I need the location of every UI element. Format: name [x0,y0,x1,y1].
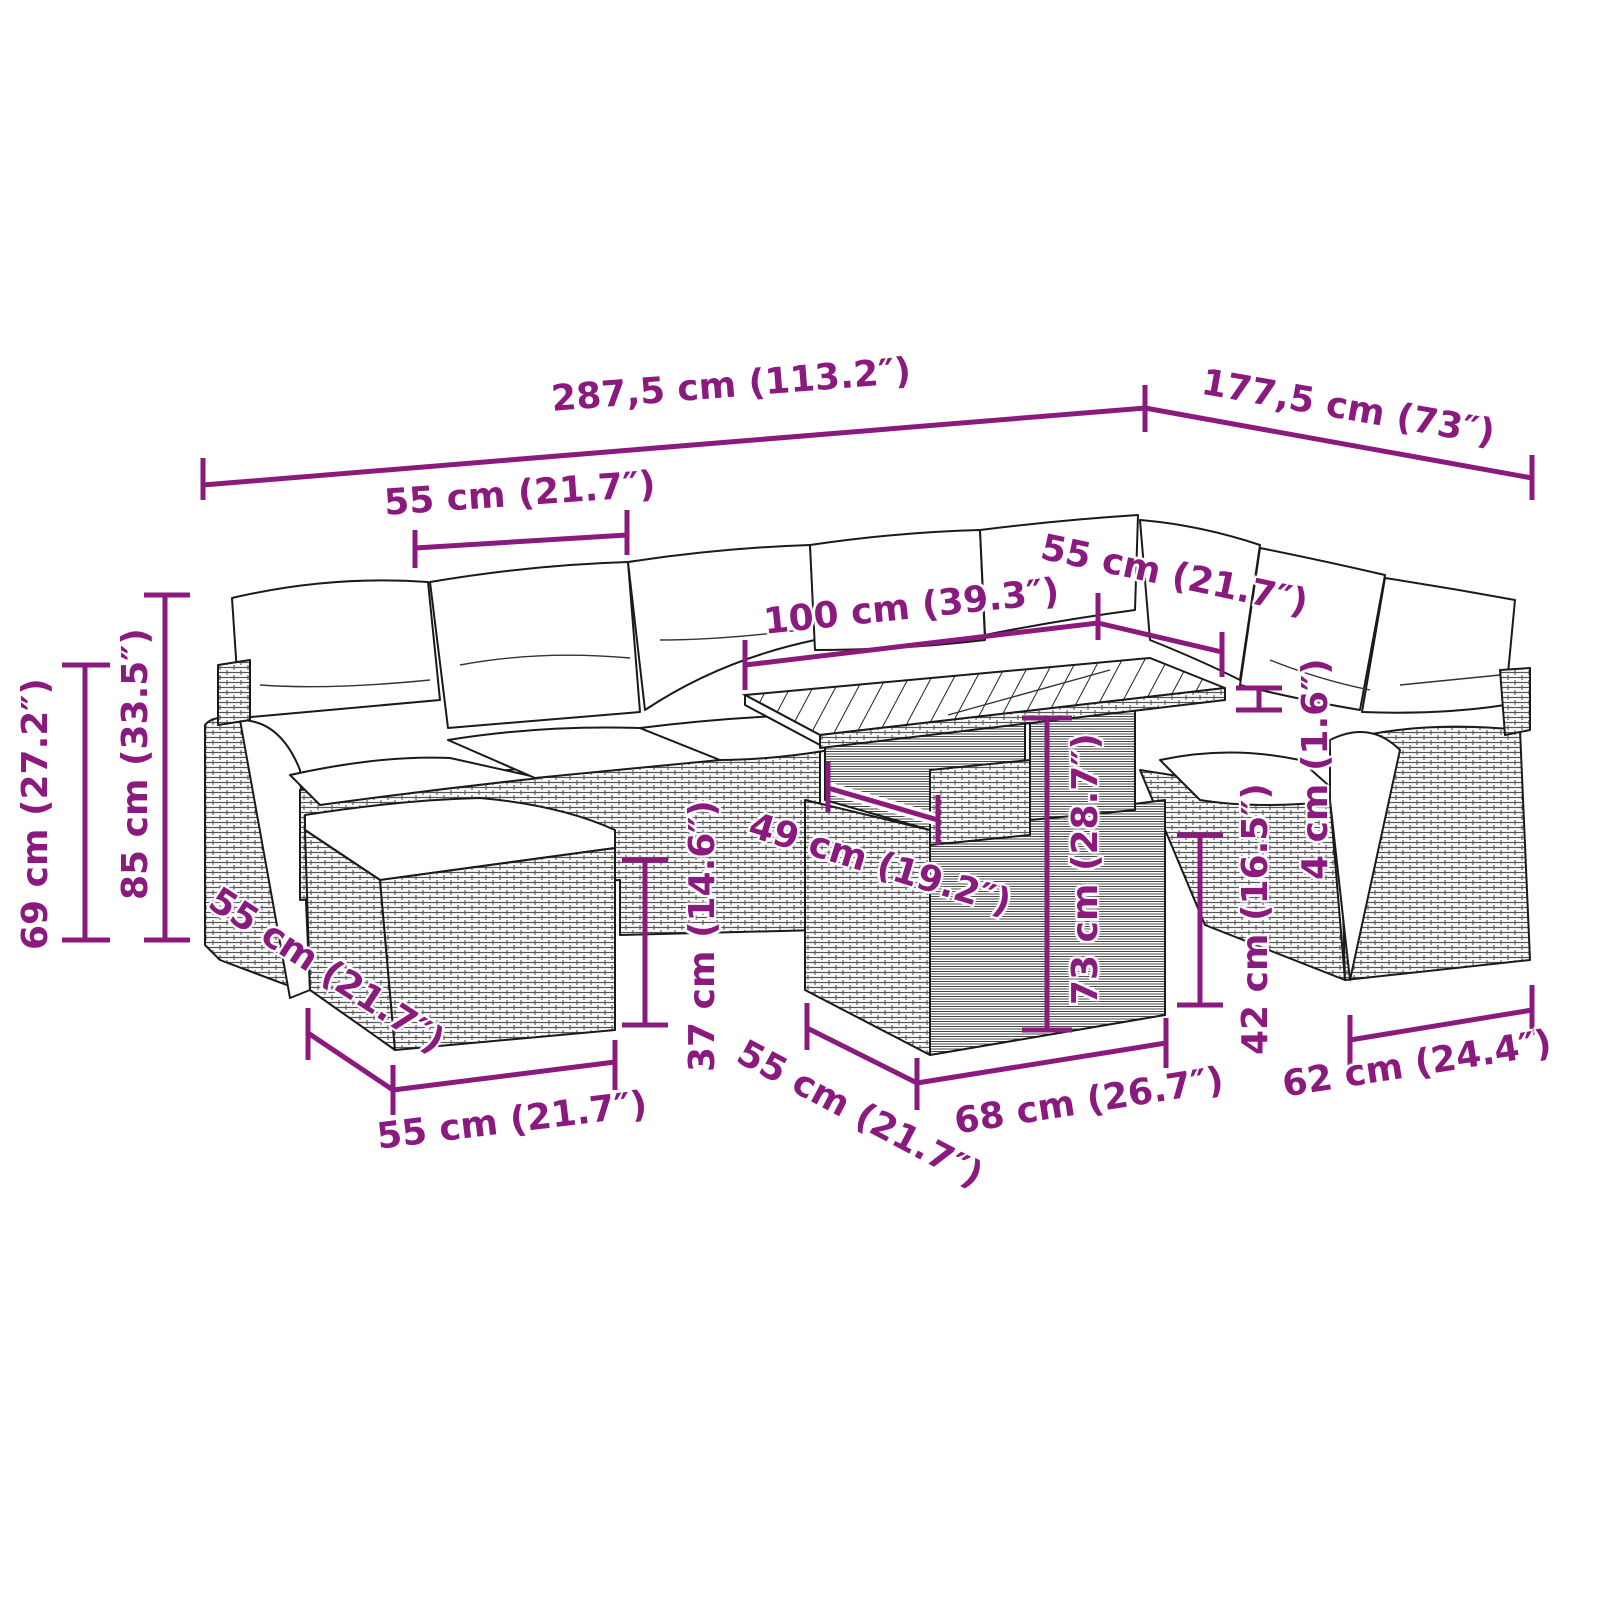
label-table-height: 73 cm (28.7″) [1065,733,1106,1005]
label-ottoman-height: 37 cm (14.6″) [682,800,723,1072]
label-armrest-height: 69 cm (27.2″) [15,678,56,950]
seat-cushions [289,714,831,806]
back-cushions [231,514,1516,729]
ottoman [304,797,616,1051]
label-overall-height: 85 cm (33.5″) [115,628,156,900]
dining-table [741,656,1226,1056]
label-table-top-thickness: 4 cm (1.6″) [1295,658,1336,880]
dimension-lines [62,385,1535,1115]
label-seat-height: 42 cm (16.5″) [1235,783,1276,1055]
left-backrest-edge [217,659,251,726]
right-corner-sofa [1139,667,1531,981]
